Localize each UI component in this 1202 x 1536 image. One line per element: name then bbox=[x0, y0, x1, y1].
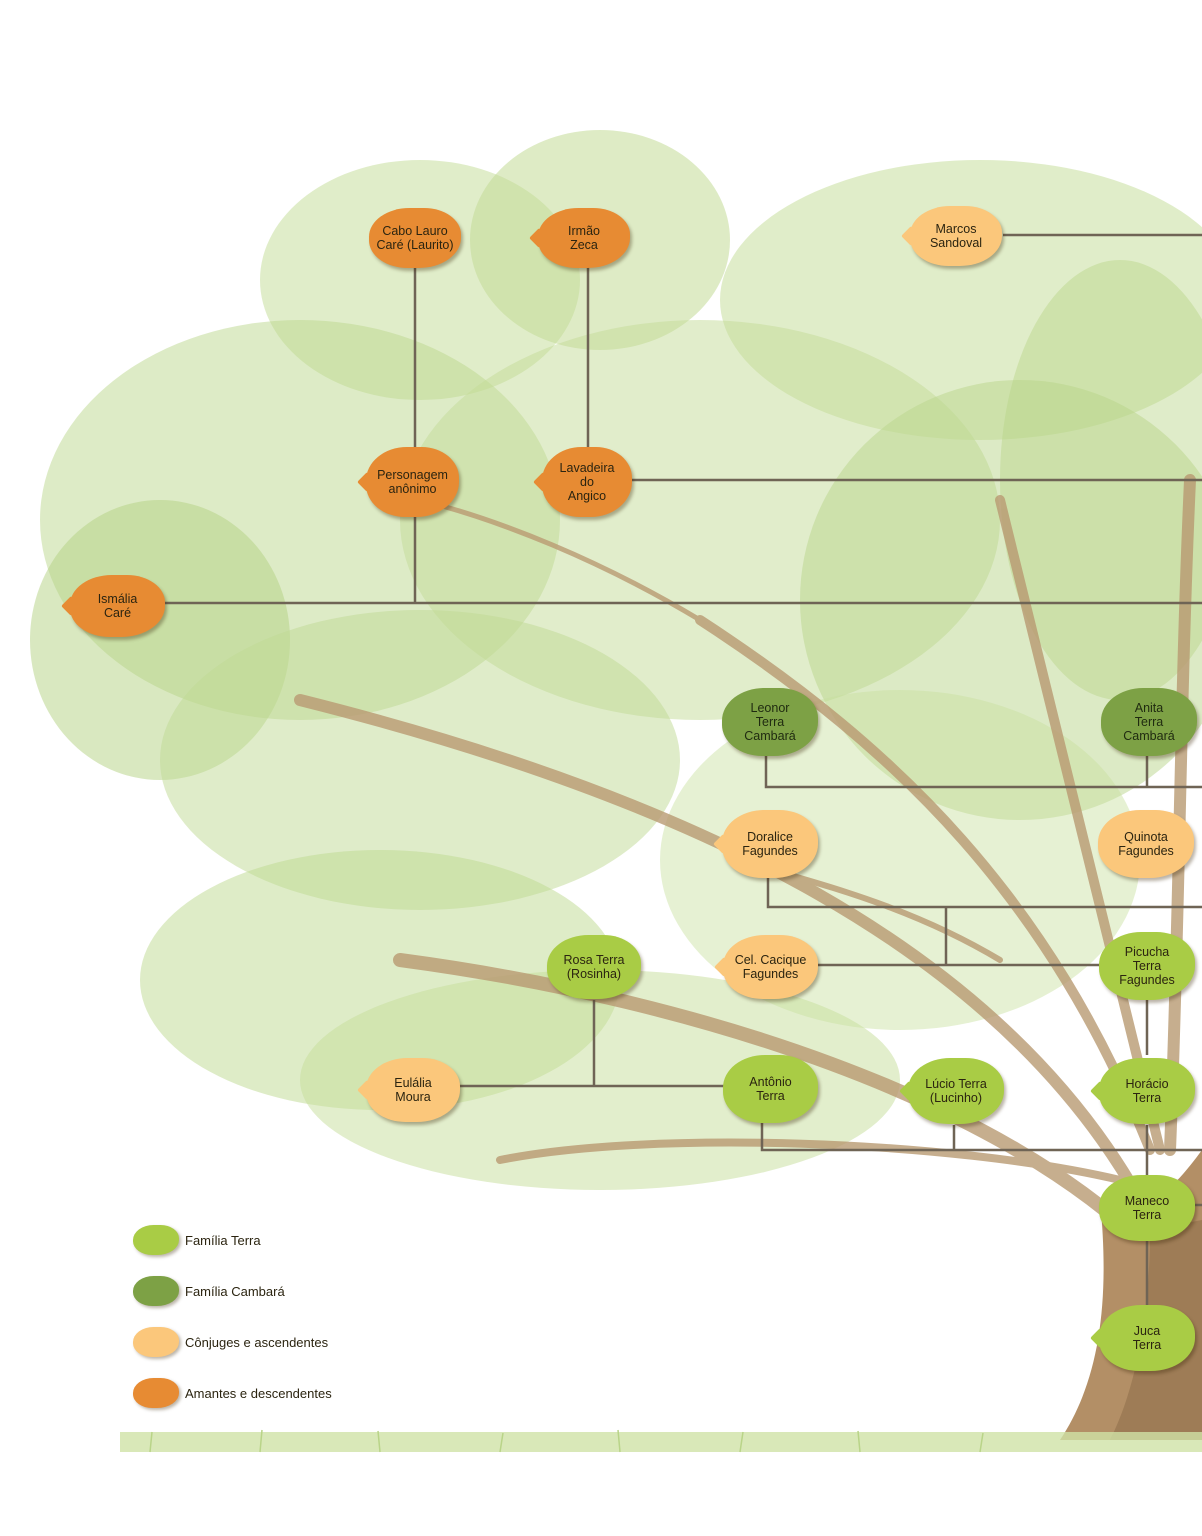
legend-label: Família Cambará bbox=[185, 1284, 285, 1299]
node-doralice: Doralice Fagundes bbox=[722, 810, 818, 878]
node-label: Personagem anônimo bbox=[373, 468, 452, 496]
legend-swatch bbox=[133, 1225, 179, 1255]
node-ismalia-care: Ismália Caré bbox=[70, 575, 165, 637]
node-rosa-terra: Rosa Terra (Rosinha) bbox=[547, 935, 641, 999]
node-leonor: Leonor Terra Cambará bbox=[722, 688, 818, 756]
legend-item: Família Cambará bbox=[133, 1276, 285, 1306]
node-label: Doralice Fagundes bbox=[738, 830, 802, 858]
node-eulalia: Eulália Moura bbox=[366, 1058, 460, 1122]
legend-label: Cônjuges e ascendentes bbox=[185, 1335, 328, 1350]
node-anita: Anita Terra Cambará bbox=[1101, 688, 1197, 756]
node-label: Juca Terra bbox=[1129, 1324, 1165, 1352]
legend-swatch bbox=[133, 1327, 179, 1357]
legend-swatch bbox=[133, 1276, 179, 1306]
node-label: Lavadeira do Angico bbox=[556, 461, 619, 503]
node-label: Lúcio Terra (Lucinho) bbox=[921, 1077, 991, 1105]
node-cacique: Cel. Cacique Fagundes bbox=[723, 935, 818, 999]
node-label: Cel. Cacique Fagundes bbox=[731, 953, 811, 981]
node-label: Rosa Terra (Rosinha) bbox=[560, 953, 629, 981]
node-irmao-zeca: Irmão Zeca bbox=[538, 208, 630, 268]
node-label: Eulália Moura bbox=[390, 1076, 436, 1104]
node-marcos-sandoval: Marcos Sandoval bbox=[910, 206, 1002, 266]
legend-item: Cônjuges e ascendentes bbox=[133, 1327, 328, 1357]
node-label: Anita Terra Cambará bbox=[1119, 701, 1178, 743]
node-label: Ismália Caré bbox=[94, 592, 142, 620]
legend-item: Família Terra bbox=[133, 1225, 261, 1255]
legend-label: Família Terra bbox=[185, 1233, 261, 1248]
node-lucio: Lúcio Terra (Lucinho) bbox=[908, 1058, 1004, 1124]
node-picucha: Picucha Terra Fagundes bbox=[1099, 932, 1195, 1000]
node-label: Horácio Terra bbox=[1121, 1077, 1172, 1105]
node-quinota: Quinota Fagundes bbox=[1098, 810, 1194, 878]
node-label: Leonor Terra Cambará bbox=[740, 701, 799, 743]
node-label: Picucha Terra Fagundes bbox=[1115, 945, 1179, 987]
node-label: Cabo Lauro Caré (Laurito) bbox=[372, 224, 457, 252]
node-label: Maneco Terra bbox=[1121, 1194, 1173, 1222]
legend-swatch bbox=[133, 1378, 179, 1408]
node-maneco: Maneco Terra bbox=[1099, 1175, 1195, 1241]
node-label: Antônio Terra bbox=[745, 1075, 795, 1103]
foliage bbox=[30, 130, 1202, 1190]
node-juca: Juca Terra bbox=[1099, 1305, 1195, 1371]
node-label: Irmão Zeca bbox=[564, 224, 604, 252]
legend-item: Amantes e descendentes bbox=[133, 1378, 332, 1408]
node-label: Marcos Sandoval bbox=[926, 222, 986, 250]
node-horacio: Horácio Terra bbox=[1099, 1058, 1195, 1124]
node-antonio: Antônio Terra bbox=[723, 1055, 818, 1123]
node-label: Quinota Fagundes bbox=[1114, 830, 1178, 858]
node-personagem-anonimo: Personagem anônimo bbox=[366, 447, 459, 517]
node-cabo-lauro: Cabo Lauro Caré (Laurito) bbox=[369, 208, 461, 268]
node-lavadeira-angico: Lavadeira do Angico bbox=[542, 447, 632, 517]
grass bbox=[120, 1432, 1202, 1452]
legend-label: Amantes e descendentes bbox=[185, 1386, 332, 1401]
